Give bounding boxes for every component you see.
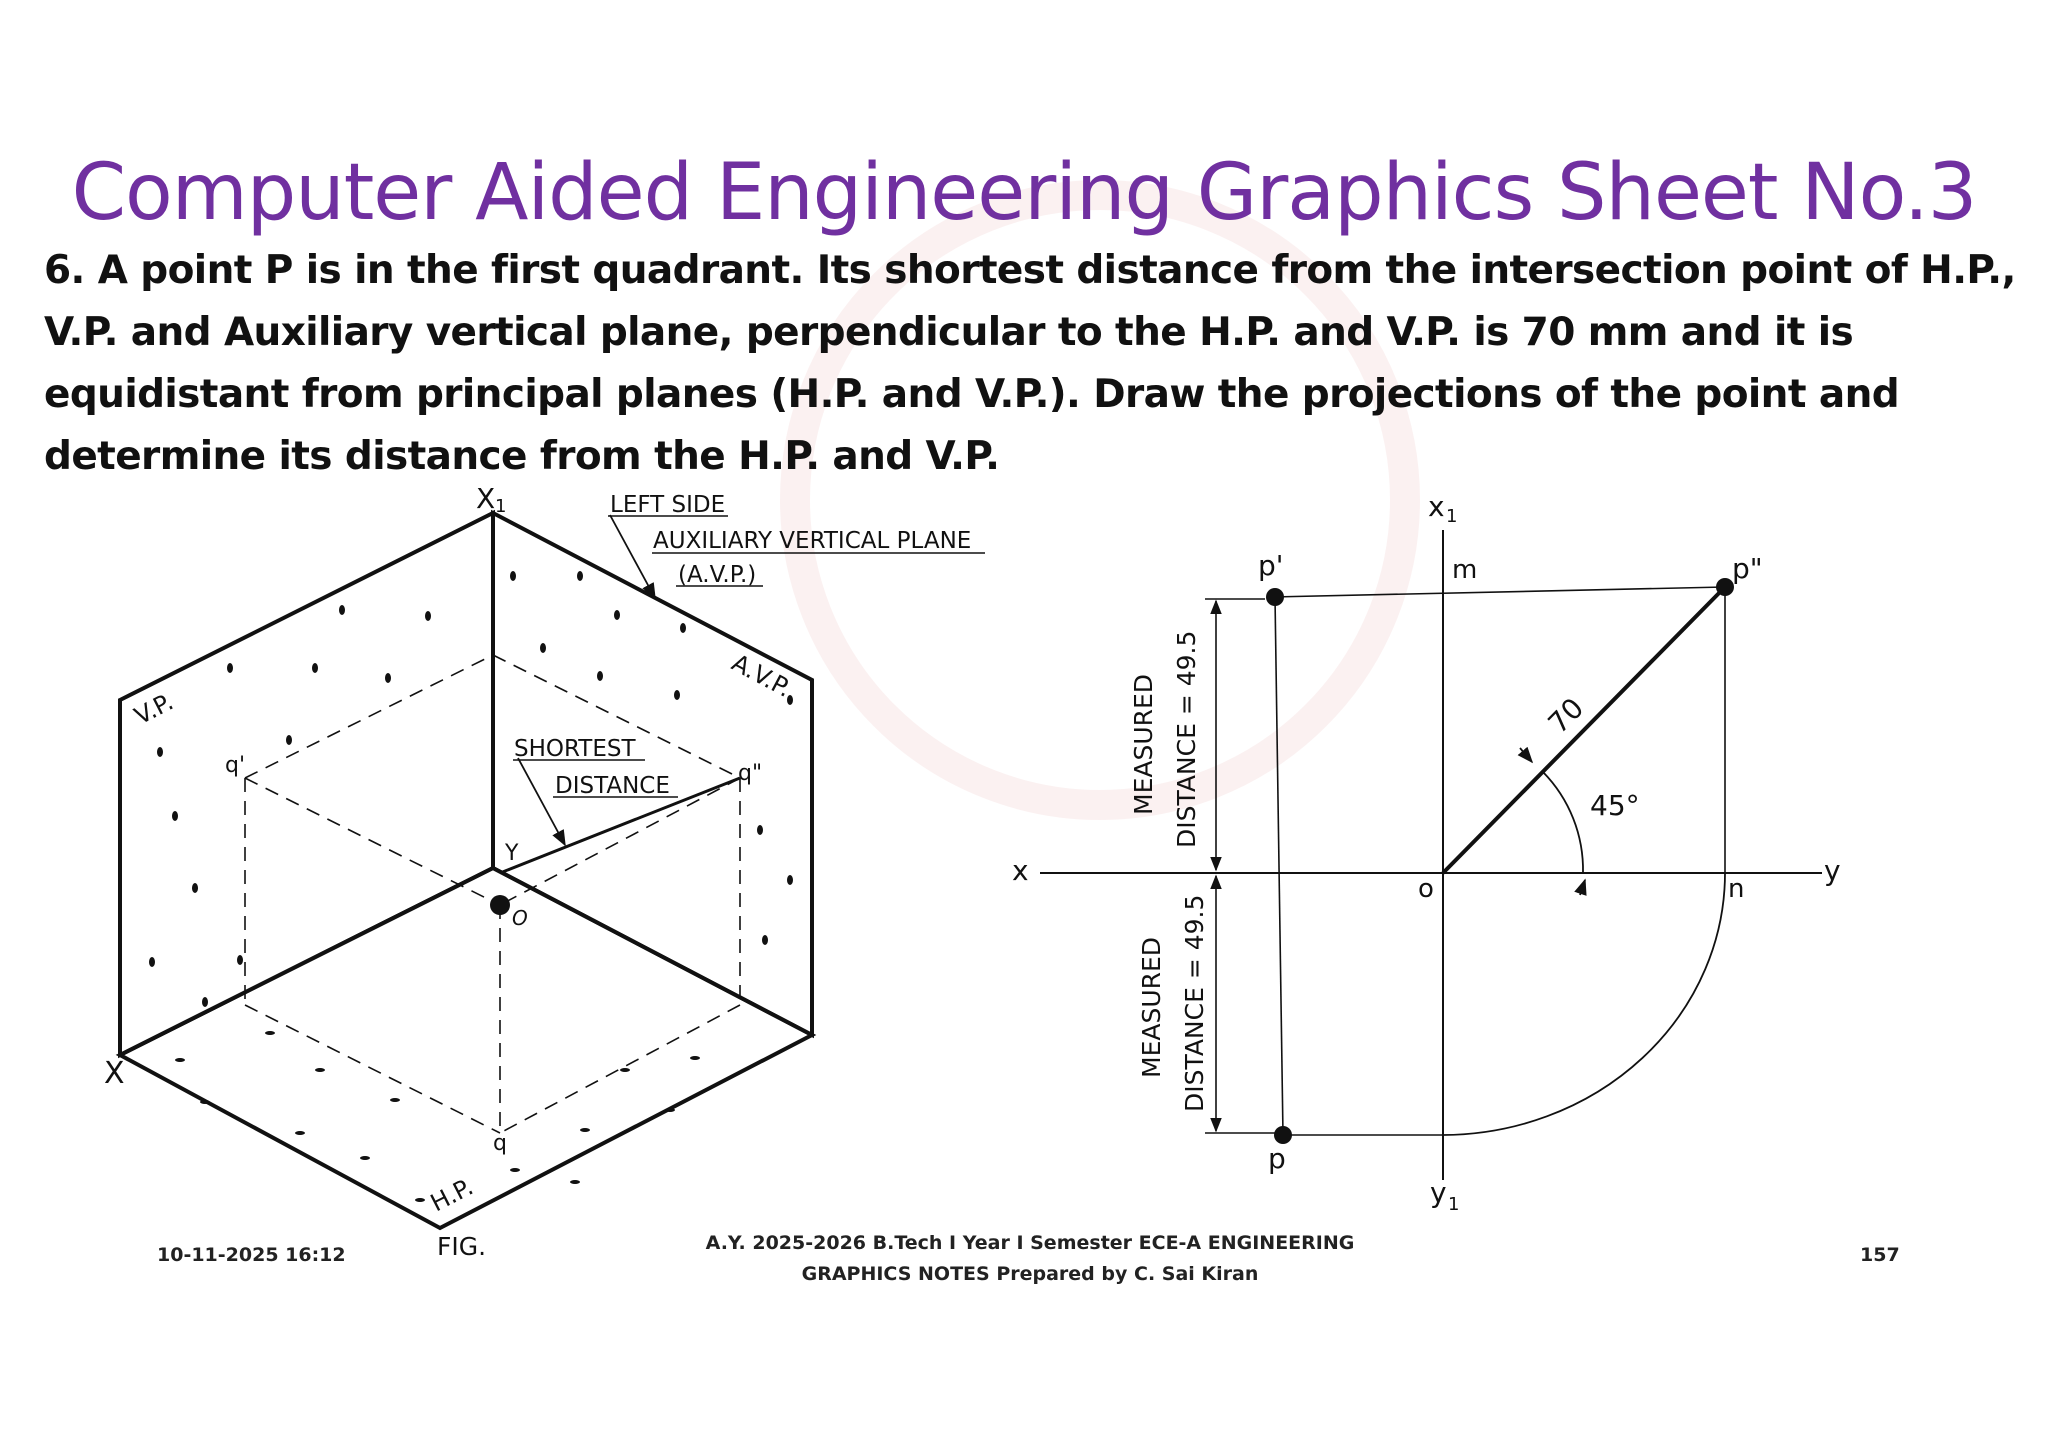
label-45-degree: 45° [1590,789,1640,822]
label-x1-pictorial: X [476,482,495,515]
label-x1-pictorial-sub: 1 [495,496,506,517]
label-distance: DISTANCE [555,773,670,799]
shortest-distance-70 [1441,585,1727,875]
label-n: n [1728,874,1744,904]
orthographic-labels: x 1 y 1 x y o m n p' p" p 70 45° MEASURE… [1012,490,1841,1215]
origin-point-o [490,895,510,915]
label-o-pictorial: O [512,906,528,930]
label-y-ortho: y [1824,854,1841,887]
shortest-leader [517,757,566,847]
label-q-top: q [493,1131,507,1156]
measured-top-line2: DISTANCE = 49.5 [1172,631,1201,848]
hp-plane-outline [115,865,817,1231]
angle-arc [1542,771,1584,874]
footer-date: 10-11-2025 16:12 [157,1244,346,1266]
point-p-side [1716,578,1734,596]
label-avp: A.V.P. [727,649,796,703]
problem-line: V.P. and Auxiliary vertical plane, perpe… [44,310,1854,355]
label-p-side: p" [1732,552,1763,585]
label-avp-abbr: (A.V.P.) [678,562,756,588]
problem-statement: 6. A point P is in the first quadrant. I… [44,240,2024,488]
label-q-front: q' [225,753,245,778]
label-x-ortho: x [1012,854,1029,887]
measured-bottom-line2: DISTANCE = 49.5 [1180,895,1209,1112]
problem-line: equidistant from principal planes (H.P. … [44,372,1900,417]
label-x-pictorial: X [104,1056,125,1091]
orthographic-view [1040,530,1822,1180]
label-shortest: SHORTEST [514,736,636,762]
label-y1-ortho-sub: 1 [1448,1194,1459,1215]
pictorial-view [115,509,985,1231]
point-p-front [1266,588,1284,606]
dashed-projectors [244,654,741,1134]
label-y-pictorial: Y [504,841,519,866]
vp-plane-outline [118,509,495,1059]
footer-notes: A.Y. 2025-2026 B.Tech I Year I Semester … [690,1228,1370,1290]
measured-bottom-line1: MEASURED [1137,937,1166,1078]
label-x1-ortho-sub: 1 [1446,506,1457,527]
label-p-top: p [1268,1142,1286,1175]
shortest-distance-line [499,776,741,875]
slide-title: Computer Aided Engineering Graphics Shee… [71,148,1978,238]
label-fig: FIG. [437,1232,486,1261]
label-p-front: p' [1258,549,1283,582]
problem-line: 6. A point P is in the first quadrant. I… [44,248,2016,293]
label-avp-full: AUXILIARY VERTICAL PLANE [653,528,971,554]
avp-leader [609,514,656,600]
label-q-side: q" [738,761,762,786]
label-y1-ortho: y [1430,1176,1447,1209]
label-o-ortho: o [1418,874,1434,904]
measured-top-line1: MEASURED [1129,674,1158,815]
label-x1-ortho: x [1428,490,1445,523]
transfer-arc [1442,872,1726,1136]
label-vp: V.P. [130,688,178,731]
footer-line: A.Y. 2025-2026 B.Tech I Year I Semester … [705,1232,1355,1254]
label-m: m [1452,555,1477,585]
pictorial-labels: X 1 LEFT SIDE AUXILIARY VERTICAL PLANE (… [104,482,971,1261]
label-left-side: LEFT SIDE [610,492,725,518]
page-number: 157 [1860,1244,1900,1266]
problem-line: determine its distance from the H.P. and… [44,434,1000,479]
point-p-top [1274,1126,1292,1144]
plane-texture-dots [149,571,793,1202]
footer-line: GRAPHICS NOTES Prepared by C. Sai Kiran [801,1263,1259,1285]
